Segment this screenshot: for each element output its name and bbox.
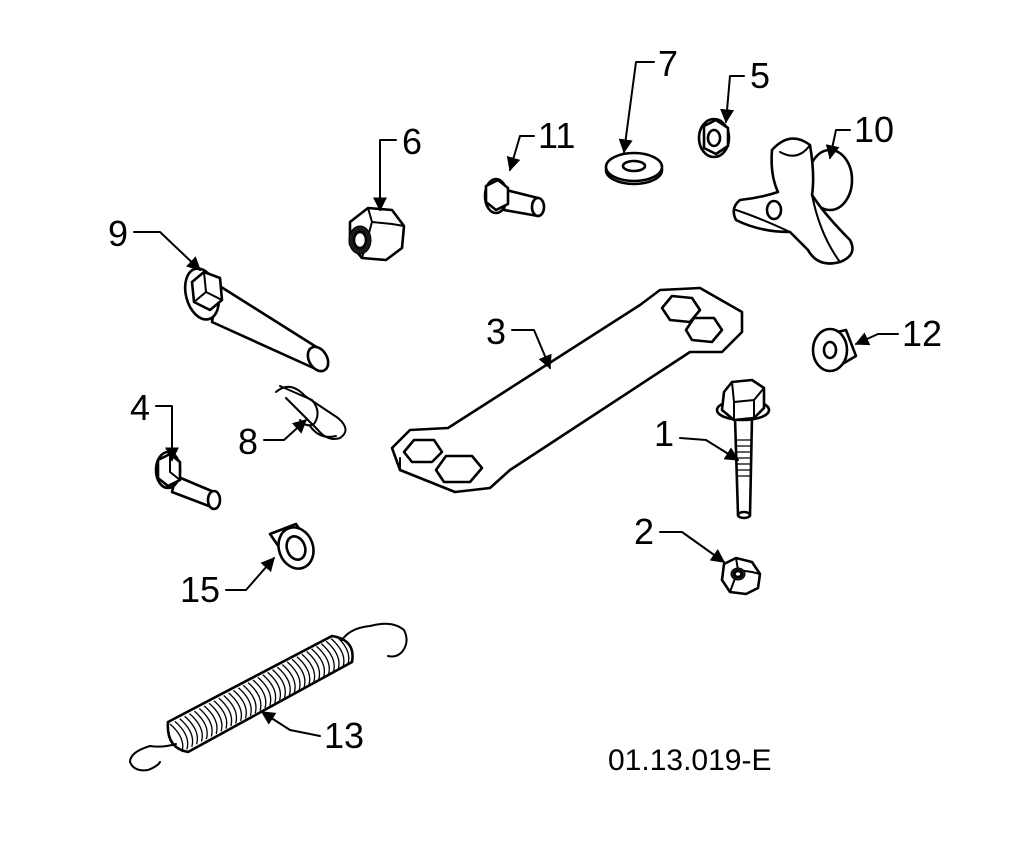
part-12-bushing [811, 327, 858, 373]
part-8-hair-pin [275, 385, 347, 440]
callout-11: 11 [538, 115, 575, 156]
callout-1: 1 [654, 413, 674, 454]
callout-8: 8 [238, 421, 258, 462]
callout-12: 12 [902, 313, 942, 354]
part-9-long-bolt [183, 267, 330, 373]
callout-2: 2 [634, 511, 654, 552]
part-3-wrench-plate [390, 286, 744, 494]
callout-15: 15 [180, 569, 220, 610]
part-4-shoulder-bolt [154, 450, 222, 511]
part-6-lock-nut [348, 206, 406, 262]
callout-13: 13 [324, 715, 364, 756]
callout-3: 3 [486, 311, 506, 352]
part-2-lock-nut [720, 556, 762, 596]
drawing-code: 01.13.019-E [608, 744, 771, 777]
part-1-hex-bolt [715, 378, 771, 520]
callout-5: 5 [750, 55, 770, 96]
part-5-flange-nut [697, 117, 731, 159]
part-7-washer [604, 151, 664, 186]
callout-4: 4 [130, 387, 150, 428]
callout-10: 10 [854, 109, 894, 150]
part-11-small-bolt [483, 177, 546, 218]
leader-lines [133, 61, 899, 737]
part-15-spacer [268, 522, 315, 570]
callout-labels: 1 2 3 4 5 6 7 8 9 10 11 12 13 15 [108, 43, 942, 756]
callout-6: 6 [402, 121, 422, 162]
part-13-spring [129, 622, 408, 772]
part-10-star-knob [732, 137, 854, 265]
callout-9: 9 [108, 213, 128, 254]
callout-7: 7 [658, 43, 678, 84]
